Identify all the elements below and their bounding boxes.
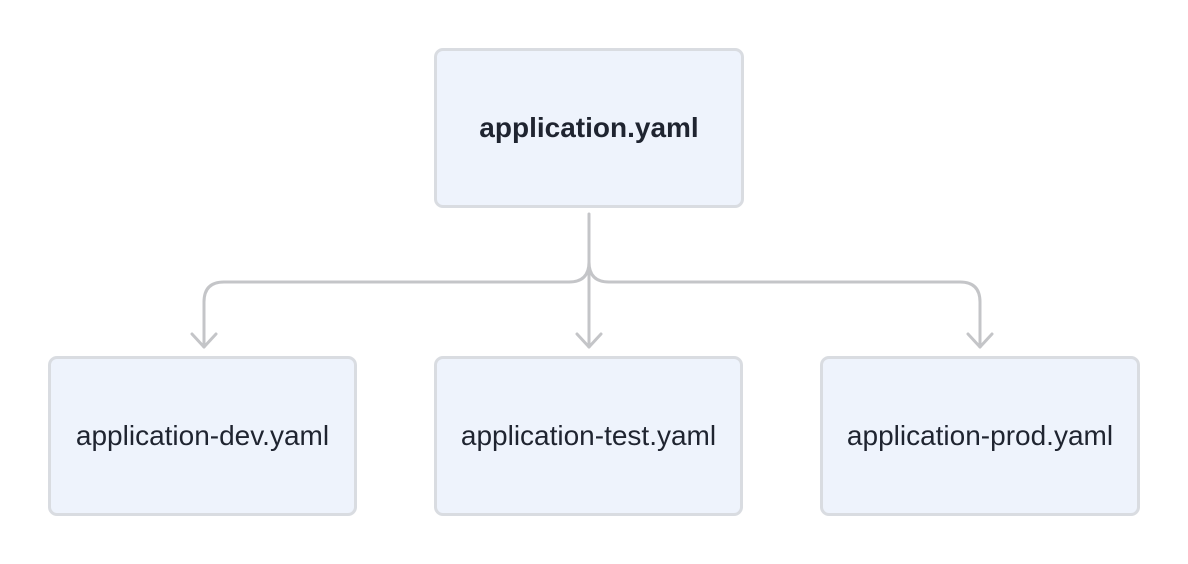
child-node-test: application-test.yaml <box>434 356 743 516</box>
root-node-label: application.yaml <box>479 112 699 143</box>
root-node: application.yaml <box>434 48 744 208</box>
arrowhead-prod <box>966 332 994 349</box>
arrowhead-test <box>575 332 603 349</box>
child-node-test-label: application-test.yaml <box>460 420 717 451</box>
arrowhead-dev <box>190 332 218 349</box>
child-node-prod-label: application-prod.yaml <box>846 420 1114 451</box>
child-node-dev-label: application-dev.yaml <box>75 420 330 451</box>
connector-to-prod <box>587 260 982 349</box>
connector-to-dev <box>202 260 591 349</box>
child-node-prod: application-prod.yaml <box>820 356 1140 516</box>
child-node-dev: application-dev.yaml <box>48 356 357 516</box>
